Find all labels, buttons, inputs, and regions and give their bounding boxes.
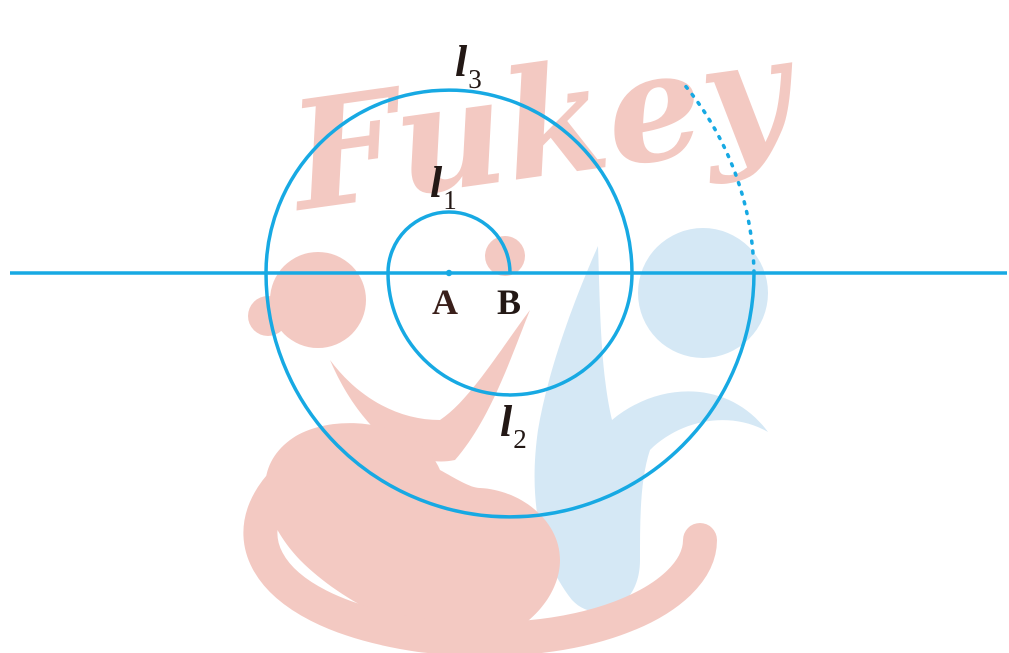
watermark-red-bun <box>248 296 288 336</box>
label-l1-sub: 1 <box>443 185 457 215</box>
watermark-red-arm <box>330 310 530 462</box>
label-l1: l1 <box>430 158 457 215</box>
label-l3-sub: 3 <box>468 64 482 94</box>
watermark-blue-head <box>638 228 768 358</box>
curve-l3 <box>264 88 634 274</box>
label-l3: l3 <box>455 37 482 94</box>
label-l2: l2 <box>500 397 527 454</box>
curve-continuation-dotted <box>681 81 756 275</box>
watermark-red-head <box>270 252 366 348</box>
watermark-red-heart <box>265 423 560 646</box>
watermark-red-bun-2 <box>485 236 525 276</box>
curve-l2 <box>386 272 634 397</box>
watermark-logo: Fukey <box>243 1 809 653</box>
curve-l4 <box>264 272 756 519</box>
label-point-b: B <box>497 282 521 322</box>
curve-l1 <box>386 210 512 274</box>
label-l2-sub: 2 <box>513 424 527 454</box>
watermark-blue-body <box>534 246 768 612</box>
point-a-marker <box>445 269 453 277</box>
watermark-red-ring <box>243 443 717 653</box>
label-point-a: A <box>432 282 458 322</box>
watermark-text: Fukey <box>277 1 809 247</box>
